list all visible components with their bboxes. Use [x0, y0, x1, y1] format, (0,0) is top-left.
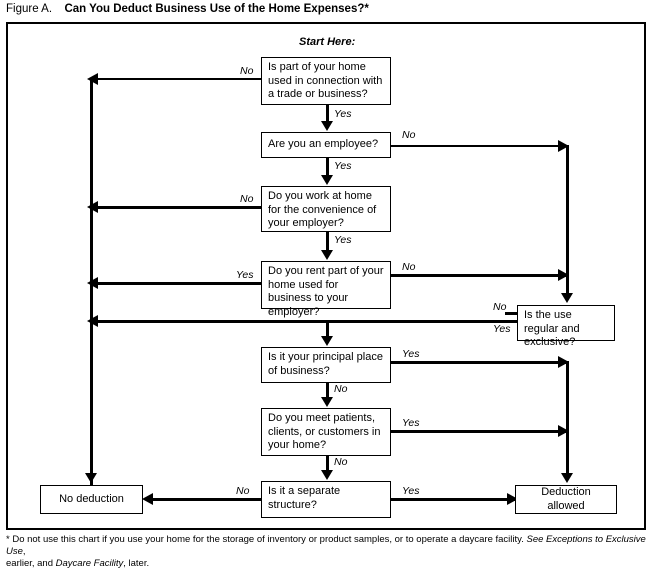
edge-label-q4-no: No	[402, 261, 416, 273]
edge-label-q1-yes: Yes	[334, 108, 352, 120]
arrowhead-q3-yes	[321, 250, 333, 260]
connector-q2-yes	[326, 158, 329, 176]
connector-q1-yes	[326, 105, 329, 122]
arrowhead-into-q6	[321, 336, 333, 346]
edge-label-q8-no: No	[236, 485, 250, 497]
footnote-line1-text: * Do not use this chart if you use your …	[6, 534, 527, 545]
arrowhead-q8-yes	[507, 493, 518, 505]
edge-label-q3-yes: Yes	[334, 234, 352, 246]
connector-q5-yes	[96, 320, 517, 323]
arrowhead-into-q5-top	[561, 293, 573, 303]
arrowhead-q2-yes	[321, 175, 333, 185]
decision-box-convenience-of-employer-text: Do you work at home for the convenience …	[268, 190, 377, 229]
arrowhead-q2-no	[558, 140, 569, 152]
connector-q3-yes	[326, 232, 329, 251]
connector-q8-yes	[391, 498, 515, 501]
arrowhead-q7-no	[321, 470, 333, 480]
arrowhead-into-no-deduction-top	[85, 473, 97, 483]
edge-label-q8-yes: Yes	[402, 485, 420, 497]
connector-into-q6	[326, 320, 329, 337]
outcome-box-deduction-allowed-text: Deduction allowed	[541, 486, 591, 512]
arrowhead-q8-no	[142, 493, 153, 505]
footnote-line2-tail: , later.	[123, 558, 150, 569]
edge-label-q7-no: No	[334, 456, 348, 468]
start-here-label: Start Here:	[299, 36, 356, 48]
edge-label-q7-yes: Yes	[402, 417, 420, 429]
decision-box-trade-or-business[interactable]: Is part of your home used in connection …	[261, 57, 391, 105]
decision-box-rent-to-employer[interactable]: Do you rent part of your home used for b…	[261, 261, 391, 318]
arrowhead-q6-no	[321, 397, 333, 407]
figure-label: Figure A.	[6, 3, 53, 15]
decision-box-regular-and-exclusive[interactable]: Is the use regular and exclusive?	[517, 305, 615, 348]
connector-q5-no	[505, 312, 517, 315]
connector-q3-no	[96, 206, 261, 209]
footnote: * Do not use this chart if you use your …	[6, 534, 650, 570]
decision-box-convenience-of-employer[interactable]: Do you work at home for the convenience …	[261, 186, 391, 232]
arrowhead-q1-yes	[321, 121, 333, 131]
decision-box-principal-place-text: Is it your principal place of business?	[268, 351, 383, 377]
decision-box-trade-or-business-text: Is part of your home used in connection …	[268, 61, 383, 100]
outcome-box-no-deduction[interactable]: No deduction	[40, 485, 143, 514]
edge-label-q5-no: No	[493, 301, 507, 313]
arrowhead-q6-yes	[558, 356, 569, 368]
decision-box-separate-structure-text: Is it a separate structure?	[268, 485, 341, 511]
decision-box-separate-structure[interactable]: Is it a separate structure?	[261, 481, 391, 518]
edge-label-q2-yes: Yes	[334, 160, 352, 172]
arrowhead-into-deduction-allowed-top	[561, 473, 573, 483]
footnote-line2-text: earlier, and	[6, 558, 56, 569]
arrowhead-q7-yes	[558, 425, 569, 437]
decision-box-employee[interactable]: Are you an employee?	[261, 132, 391, 158]
arrowhead-q5-yes	[87, 315, 98, 327]
arrowhead-q3-no	[87, 201, 98, 213]
connector-q8-no	[151, 498, 261, 501]
connector-right-bus-lower	[566, 361, 569, 473]
decision-box-regular-and-exclusive-text: Is the use regular and exclusive?	[524, 309, 580, 348]
footnote-line1-tail: ,	[22, 546, 26, 557]
decision-box-employee-text: Are you an employee?	[268, 138, 379, 151]
arrowhead-q1-no	[87, 73, 98, 85]
footnote-line-2: earlier, and Daycare Facility, later.	[6, 558, 650, 570]
flowchart-frame: Start Here: Is part of your home used in…	[6, 22, 646, 530]
edge-label-q4-yes: Yes	[236, 269, 254, 281]
decision-box-rent-to-employer-text: Do you rent part of your home used for b…	[268, 265, 384, 318]
decision-box-meet-clients[interactable]: Do you meet patients, clients, or custom…	[261, 408, 391, 456]
footnote-line1-italic: See Exceptions to Exclusive Use	[6, 534, 646, 557]
connector-q2-no	[391, 145, 566, 147]
edge-label-q6-yes: Yes	[402, 348, 420, 360]
connector-right-bus-upper	[566, 145, 569, 293]
edge-label-q1-no: No	[240, 65, 254, 77]
connector-q1-no	[96, 78, 261, 80]
outcome-box-deduction-allowed[interactable]: Deduction allowed	[515, 485, 617, 514]
connector-q7-yes	[391, 430, 566, 433]
edge-label-q3-no: No	[240, 193, 254, 205]
connector-q4-no	[391, 274, 566, 277]
edge-label-q6-no: No	[334, 383, 348, 395]
figure-title: Figure A. Can You Deduct Business Use of…	[6, 3, 369, 15]
outcome-box-no-deduction-text: No deduction	[59, 492, 124, 505]
footnote-line2-italic: Daycare Facility	[55, 558, 124, 569]
decision-box-meet-clients-text: Do you meet patients, clients, or custom…	[268, 412, 381, 451]
figure-title-text: Can You Deduct Business Use of the Home …	[64, 3, 369, 15]
connector-q4-yes	[96, 282, 261, 285]
connector-q7-no	[326, 456, 329, 471]
arrowhead-q4-no	[558, 269, 569, 281]
connector-q6-no	[326, 383, 329, 398]
decision-box-principal-place[interactable]: Is it your principal place of business?	[261, 347, 391, 383]
arrowhead-q4-yes	[87, 277, 98, 289]
footnote-line-1: * Do not use this chart if you use your …	[6, 534, 650, 558]
edge-label-q2-no: No	[402, 129, 416, 141]
edge-label-q5-yes: Yes	[493, 323, 511, 335]
connector-q6-yes	[391, 361, 566, 364]
